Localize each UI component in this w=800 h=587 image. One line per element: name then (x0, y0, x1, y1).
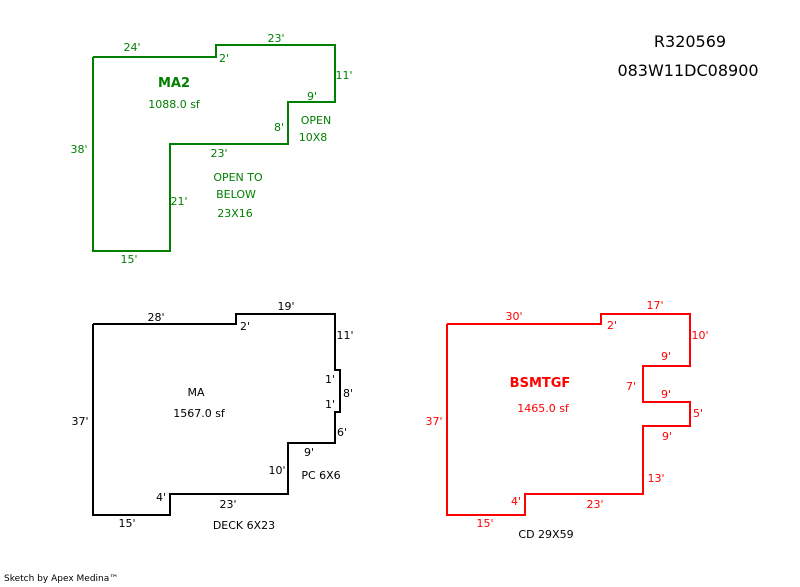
ma2-area: 1088.0 sf (148, 98, 201, 111)
bsmtgf-dim: 13' (647, 472, 664, 485)
ma2-dim: 23' (210, 147, 227, 160)
ma-dim: 1' (325, 398, 335, 411)
bsmtgf-dim: 9' (661, 350, 671, 363)
bsmtgf-dim: 10' (691, 329, 708, 342)
ma2-dim: 8' (274, 121, 284, 134)
ma-dim: 15' (118, 517, 135, 530)
ma2-outline (92, 44, 336, 252)
ma-dim: 9' (304, 446, 314, 459)
ma2-dim: 21' (170, 195, 187, 208)
bsmtgf-dim: 15' (476, 517, 493, 530)
ma2-dim: 9' (307, 90, 317, 103)
bsmtgf-dim: 30' (505, 310, 522, 323)
ma2-dim: 11' (335, 69, 352, 82)
bsmtgf-dim: 17' (646, 299, 663, 312)
ma-dim: 10' (268, 464, 285, 477)
bsmtgf-dim: 9' (662, 430, 672, 443)
bsmtgf-dim: 7' (626, 380, 636, 393)
map-number: 083W11DC08900 (617, 61, 758, 80)
ma-dim: 1' (325, 373, 335, 386)
ma-note: PC 6X6 (301, 469, 340, 482)
ma-dim: 6' (337, 426, 347, 439)
bsmtgf-title: BSMTGF (510, 376, 571, 391)
ma-dim: 4' (156, 491, 166, 504)
bsmtgf-note: CD 29X59 (518, 528, 573, 541)
ma-dim: 11' (336, 329, 353, 342)
ma-note: DECK 6X23 (213, 519, 275, 532)
ma-dim: 28' (147, 311, 164, 324)
bsmtgf-dim: 23' (586, 498, 603, 511)
ma-dim: 23' (219, 498, 236, 511)
ma-area: 1567.0 sf (173, 407, 226, 420)
bsmtgf-dim: 2' (607, 319, 617, 332)
ma2-dim: 24' (123, 41, 140, 54)
ma-dim: 8' (343, 387, 353, 400)
ma2-note: OPEN (301, 114, 331, 127)
sketch-credit: Sketch by Apex Medina™ (4, 574, 119, 584)
bsmtgf-outline (446, 313, 691, 516)
ma-outline (92, 313, 341, 516)
ma2-dim: 38' (70, 143, 87, 156)
ma2-note: 23X16 (217, 207, 253, 220)
ma-dim: 37' (71, 415, 88, 428)
ma2-note: OPEN TO (213, 171, 263, 184)
parcel-id: R320569 (654, 32, 726, 51)
bsmtgf-dim: 9' (661, 388, 671, 401)
bsmtgf-dim: 37' (425, 415, 442, 428)
ma2-title: MA2 (158, 76, 190, 91)
bsmtgf-dim: 5' (693, 407, 703, 420)
ma2-note: 10X8 (299, 131, 328, 144)
ma-dim: 2' (240, 320, 250, 333)
ma-title: MA (187, 386, 204, 399)
sketch-bsmtgf: BSMTGF 1465.0 sf 30' 2' 17' 10' 9' 7' 9'… (425, 299, 708, 541)
sketch-ma: MA 1567.0 sf 28' 2' 19' 11' 1' 8' 1' 6' … (71, 300, 353, 532)
bsmtgf-dim: 4' (511, 495, 521, 508)
bsmtgf-area: 1465.0 sf (517, 402, 570, 415)
ma2-dim: 23' (267, 32, 284, 45)
ma2-dim: 15' (120, 253, 137, 266)
ma-dim: 19' (277, 300, 294, 313)
ma2-note: BELOW (216, 188, 256, 201)
ma2-dim: 2' (219, 52, 229, 65)
sketch-ma2: MA2 1088.0 sf 24' 2' 23' 11' 9' 8' 23' 2… (70, 32, 352, 266)
